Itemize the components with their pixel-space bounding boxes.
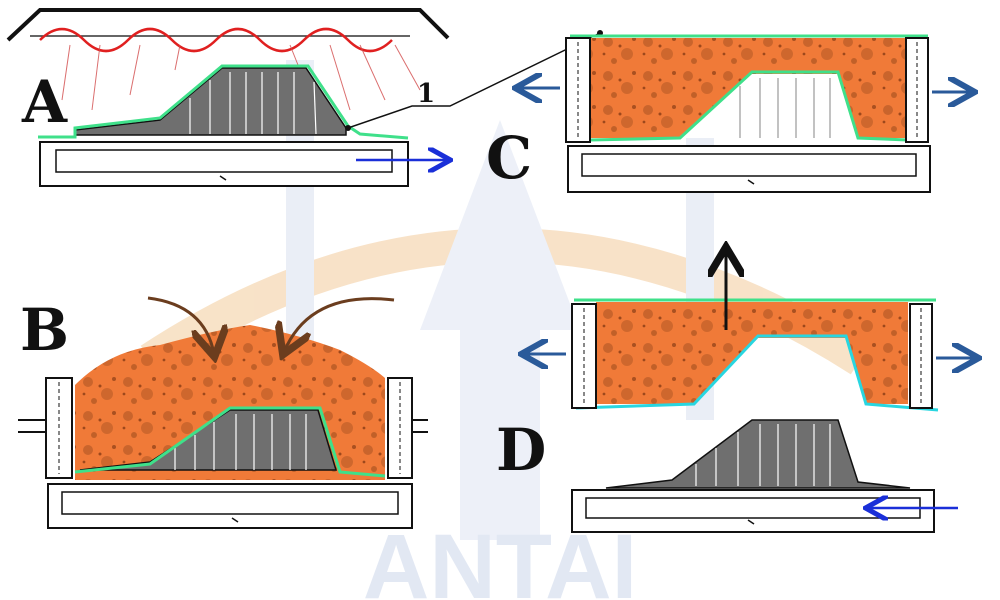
vacuum-box-inner-c [581, 153, 917, 177]
callout-line-a [347, 32, 601, 129]
pour-arrow-left [147, 296, 214, 354]
panel-c: C [486, 34, 972, 193]
side-wall-left-b [45, 377, 73, 479]
mold-vent-lines-d [695, 424, 831, 486]
film-d [575, 334, 939, 412]
film-b [74, 406, 386, 478]
side-wall-left-c [565, 37, 591, 143]
pour-arrow-right [284, 297, 395, 352]
panel-a: 1 A [6, 8, 603, 187]
heater-wave [39, 27, 393, 53]
mold-vent-lines-a [189, 72, 317, 135]
foam-fill-d [596, 302, 908, 404]
film-c [589, 70, 909, 142]
film-a [38, 64, 409, 140]
panel-label-d: D [496, 416, 546, 484]
vacuum-box-inner-a [55, 149, 393, 173]
mold-vent-lines-c [739, 78, 831, 138]
panel-b: B [18, 296, 428, 529]
side-wall-right-d [909, 303, 933, 409]
vacuum-box-inner-b [61, 491, 399, 515]
panel-label-a: A [21, 68, 68, 136]
heater-canopy [6, 8, 450, 42]
heat-rays [61, 44, 421, 111]
mold-d [605, 419, 911, 489]
side-wall-right-c [905, 37, 929, 143]
foam-fill-c [590, 38, 908, 138]
panel-d: D [496, 250, 976, 533]
panel-label-c: C [486, 124, 532, 192]
panel-label-b: B [20, 296, 69, 364]
mold-vent-lines-b [174, 414, 307, 470]
side-wall-left-d [571, 303, 597, 409]
watermark-arrow-shape [420, 120, 580, 540]
callout-number-1: 1 [417, 79, 435, 109]
